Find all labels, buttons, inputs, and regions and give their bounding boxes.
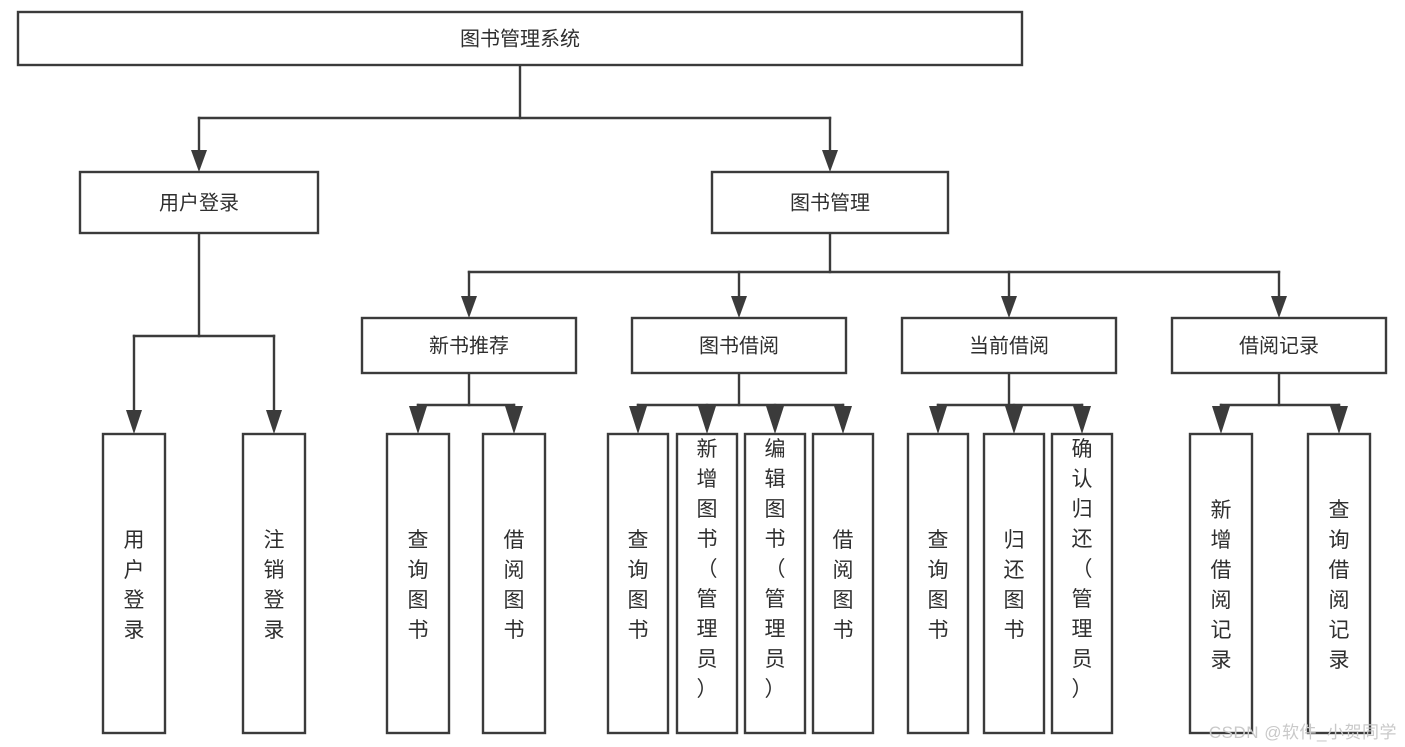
node-leaf-query-book-borrow-label: 查询图书 (628, 529, 649, 642)
node-user-login-label: 用户登录 (159, 191, 239, 214)
connector-layer (126, 63, 1348, 434)
node-current-borrow[interactable]: 当前借阅 (900, 316, 1118, 375)
node-leaf-user-login[interactable]: 用户登录 (101, 432, 167, 735)
arrow-head-current-borrow (1001, 296, 1017, 318)
node-leaf-borrow-book-rec-box[interactable] (481, 432, 547, 735)
node-borrow-record[interactable]: 借阅记录 (1170, 316, 1388, 375)
node-leaf-query-book-rec-label: 查询图书 (408, 529, 429, 642)
node-leaf-return-book-label: 归还图书 (1004, 529, 1025, 642)
node-current-borrow-label: 当前借阅 (969, 334, 1049, 357)
node-leaf-user-logout-box[interactable] (241, 432, 307, 735)
arrow-head-leaf-query-book-borrow (629, 406, 647, 434)
node-leaf-query-record-box[interactable] (1306, 432, 1372, 735)
node-borrow-record-label: 借阅记录 (1239, 334, 1319, 357)
node-leaf-user-logout-label: 注销登录 (264, 529, 285, 642)
node-book-borrow[interactable]: 图书借阅 (630, 316, 848, 375)
node-book-borrow-box[interactable] (630, 316, 848, 375)
arrow-head-leaf-borrow-book (834, 406, 852, 434)
arrow-head-leaf-add-book (698, 406, 716, 434)
node-current-borrow-box[interactable] (900, 316, 1118, 375)
node-borrow-record-box[interactable] (1170, 316, 1388, 375)
arrow-head-new-book-rec (461, 296, 477, 318)
node-new-book-rec[interactable]: 新书推荐 (360, 316, 578, 375)
node-leaf-user-login-box[interactable] (101, 432, 167, 735)
node-leaf-borrow-book-label: 借阅图书 (833, 529, 854, 642)
node-leaf-confirm-return[interactable]: 确认归还（管理员） (1050, 432, 1114, 735)
node-leaf-add-book-label: 新增图书（管理员） (697, 438, 718, 701)
node-leaf-add-record-label: 新增借阅记录 (1211, 499, 1232, 672)
node-leaf-borrow-book-box[interactable] (811, 432, 875, 735)
node-book-manage-label: 图书管理 (790, 191, 870, 214)
node-user-login-box[interactable] (78, 170, 320, 235)
node-leaf-add-book-box[interactable] (675, 432, 739, 735)
node-root-label: 图书管理系统 (460, 27, 580, 50)
node-leaf-query-book-borrow[interactable]: 查询图书 (606, 432, 670, 735)
arrow-head-user-login (191, 150, 207, 172)
node-new-book-rec-box[interactable] (360, 316, 578, 375)
node-leaf-edit-book-box[interactable] (743, 432, 807, 735)
node-leaf-query-book-rec[interactable]: 查询图书 (385, 432, 451, 735)
node-book-manage[interactable]: 图书管理 (710, 170, 950, 235)
arrow-head-leaf-query-book-cur (929, 406, 947, 434)
arrow-head-leaf-return-book (1005, 406, 1023, 434)
node-leaf-confirm-return-box[interactable] (1050, 432, 1114, 735)
node-leaf-user-logout[interactable]: 注销登录 (241, 432, 307, 735)
arrow-head-book-borrow (731, 296, 747, 318)
node-new-book-rec-label: 新书推荐 (429, 334, 509, 357)
arrow-head-leaf-user-logout (266, 410, 282, 434)
node-leaf-add-book[interactable]: 新增图书（管理员） (675, 432, 739, 735)
node-leaf-query-book-cur-label: 查询图书 (928, 529, 949, 642)
node-user-login[interactable]: 用户登录 (78, 170, 320, 235)
arrow-head-leaf-query-record (1330, 406, 1348, 434)
node-leaf-borrow-book[interactable]: 借阅图书 (811, 432, 875, 735)
node-leaf-borrow-book-rec-label: 借阅图书 (504, 529, 525, 642)
arrow-head-borrow-record (1271, 296, 1287, 318)
arrow-head-leaf-borrow-book-rec (505, 406, 523, 434)
arrow-head-book-manage (822, 150, 838, 172)
node-root-box[interactable] (16, 10, 1024, 67)
node-leaf-query-book-borrow-box[interactable] (606, 432, 670, 735)
node-book-borrow-label: 图书借阅 (699, 334, 779, 357)
node-root[interactable]: 图书管理系统 (16, 10, 1024, 67)
node-leaf-query-book-cur-box[interactable] (906, 432, 970, 735)
node-leaf-return-book[interactable]: 归还图书 (982, 432, 1046, 735)
arrow-head-leaf-confirm-return (1073, 406, 1091, 434)
node-leaf-edit-book-label: 编辑图书（管理员） (765, 438, 786, 701)
node-leaf-edit-book[interactable]: 编辑图书（管理员） (743, 432, 807, 735)
arrow-head-leaf-add-record (1212, 406, 1230, 434)
arrow-head-leaf-query-book-rec (409, 406, 427, 434)
node-leaf-add-record[interactable]: 新增借阅记录 (1188, 432, 1254, 735)
node-leaf-return-book-box[interactable] (982, 432, 1046, 735)
node-leaf-query-record-label: 查询借阅记录 (1329, 499, 1350, 672)
arrow-head-leaf-user-login (126, 410, 142, 434)
arrow-head-leaf-edit-book (766, 406, 784, 434)
node-leaf-query-book-rec-box[interactable] (385, 432, 451, 735)
node-leaf-query-record[interactable]: 查询借阅记录 (1306, 432, 1372, 735)
node-leaf-query-book-cur[interactable]: 查询图书 (906, 432, 970, 735)
node-leaf-add-record-box[interactable] (1188, 432, 1254, 735)
node-leaf-borrow-book-rec[interactable]: 借阅图书 (481, 432, 547, 735)
node-book-manage-box[interactable] (710, 170, 950, 235)
node-leaf-user-login-label: 用户登录 (124, 529, 145, 642)
node-leaf-confirm-return-label: 确认归还（管理员） (1072, 438, 1093, 701)
